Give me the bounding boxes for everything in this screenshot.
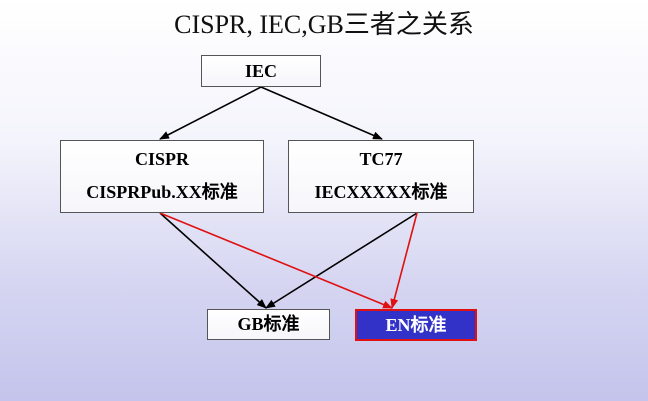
diagram-title: CISPR, IEC,GB三者之关系: [174, 10, 474, 39]
node-cispr: CISPR CISPRPub.XX标准: [60, 140, 264, 213]
node-en: EN标准: [355, 309, 477, 341]
node-cispr-label: CISPR: [134, 149, 189, 169]
node-tc77-sublabel: IECXXXXX标准: [314, 182, 448, 202]
node-tc77: TC77 IECXXXXX标准: [288, 140, 474, 213]
node-gb-label: GB标准: [237, 314, 300, 334]
arrow-iec-to-cispr: [159, 86, 262, 140]
arrow-tc77-to-en: [390, 212, 418, 309]
arrow-tc77-to-gb: [265, 212, 418, 309]
node-gb: GB标准: [207, 309, 330, 340]
node-en-label: EN标准: [385, 315, 447, 335]
node-iec-label: IEC: [244, 61, 277, 81]
node-tc77-label: TC77: [359, 149, 403, 169]
node-iec: IEC: [201, 55, 321, 87]
arrow-iec-to-tc77: [260, 86, 383, 140]
arrow-cispr-to-en: [159, 212, 393, 309]
node-cispr-sublabel: CISPRPub.XX标准: [86, 182, 238, 202]
arrow-cispr-to-gb: [159, 212, 267, 309]
